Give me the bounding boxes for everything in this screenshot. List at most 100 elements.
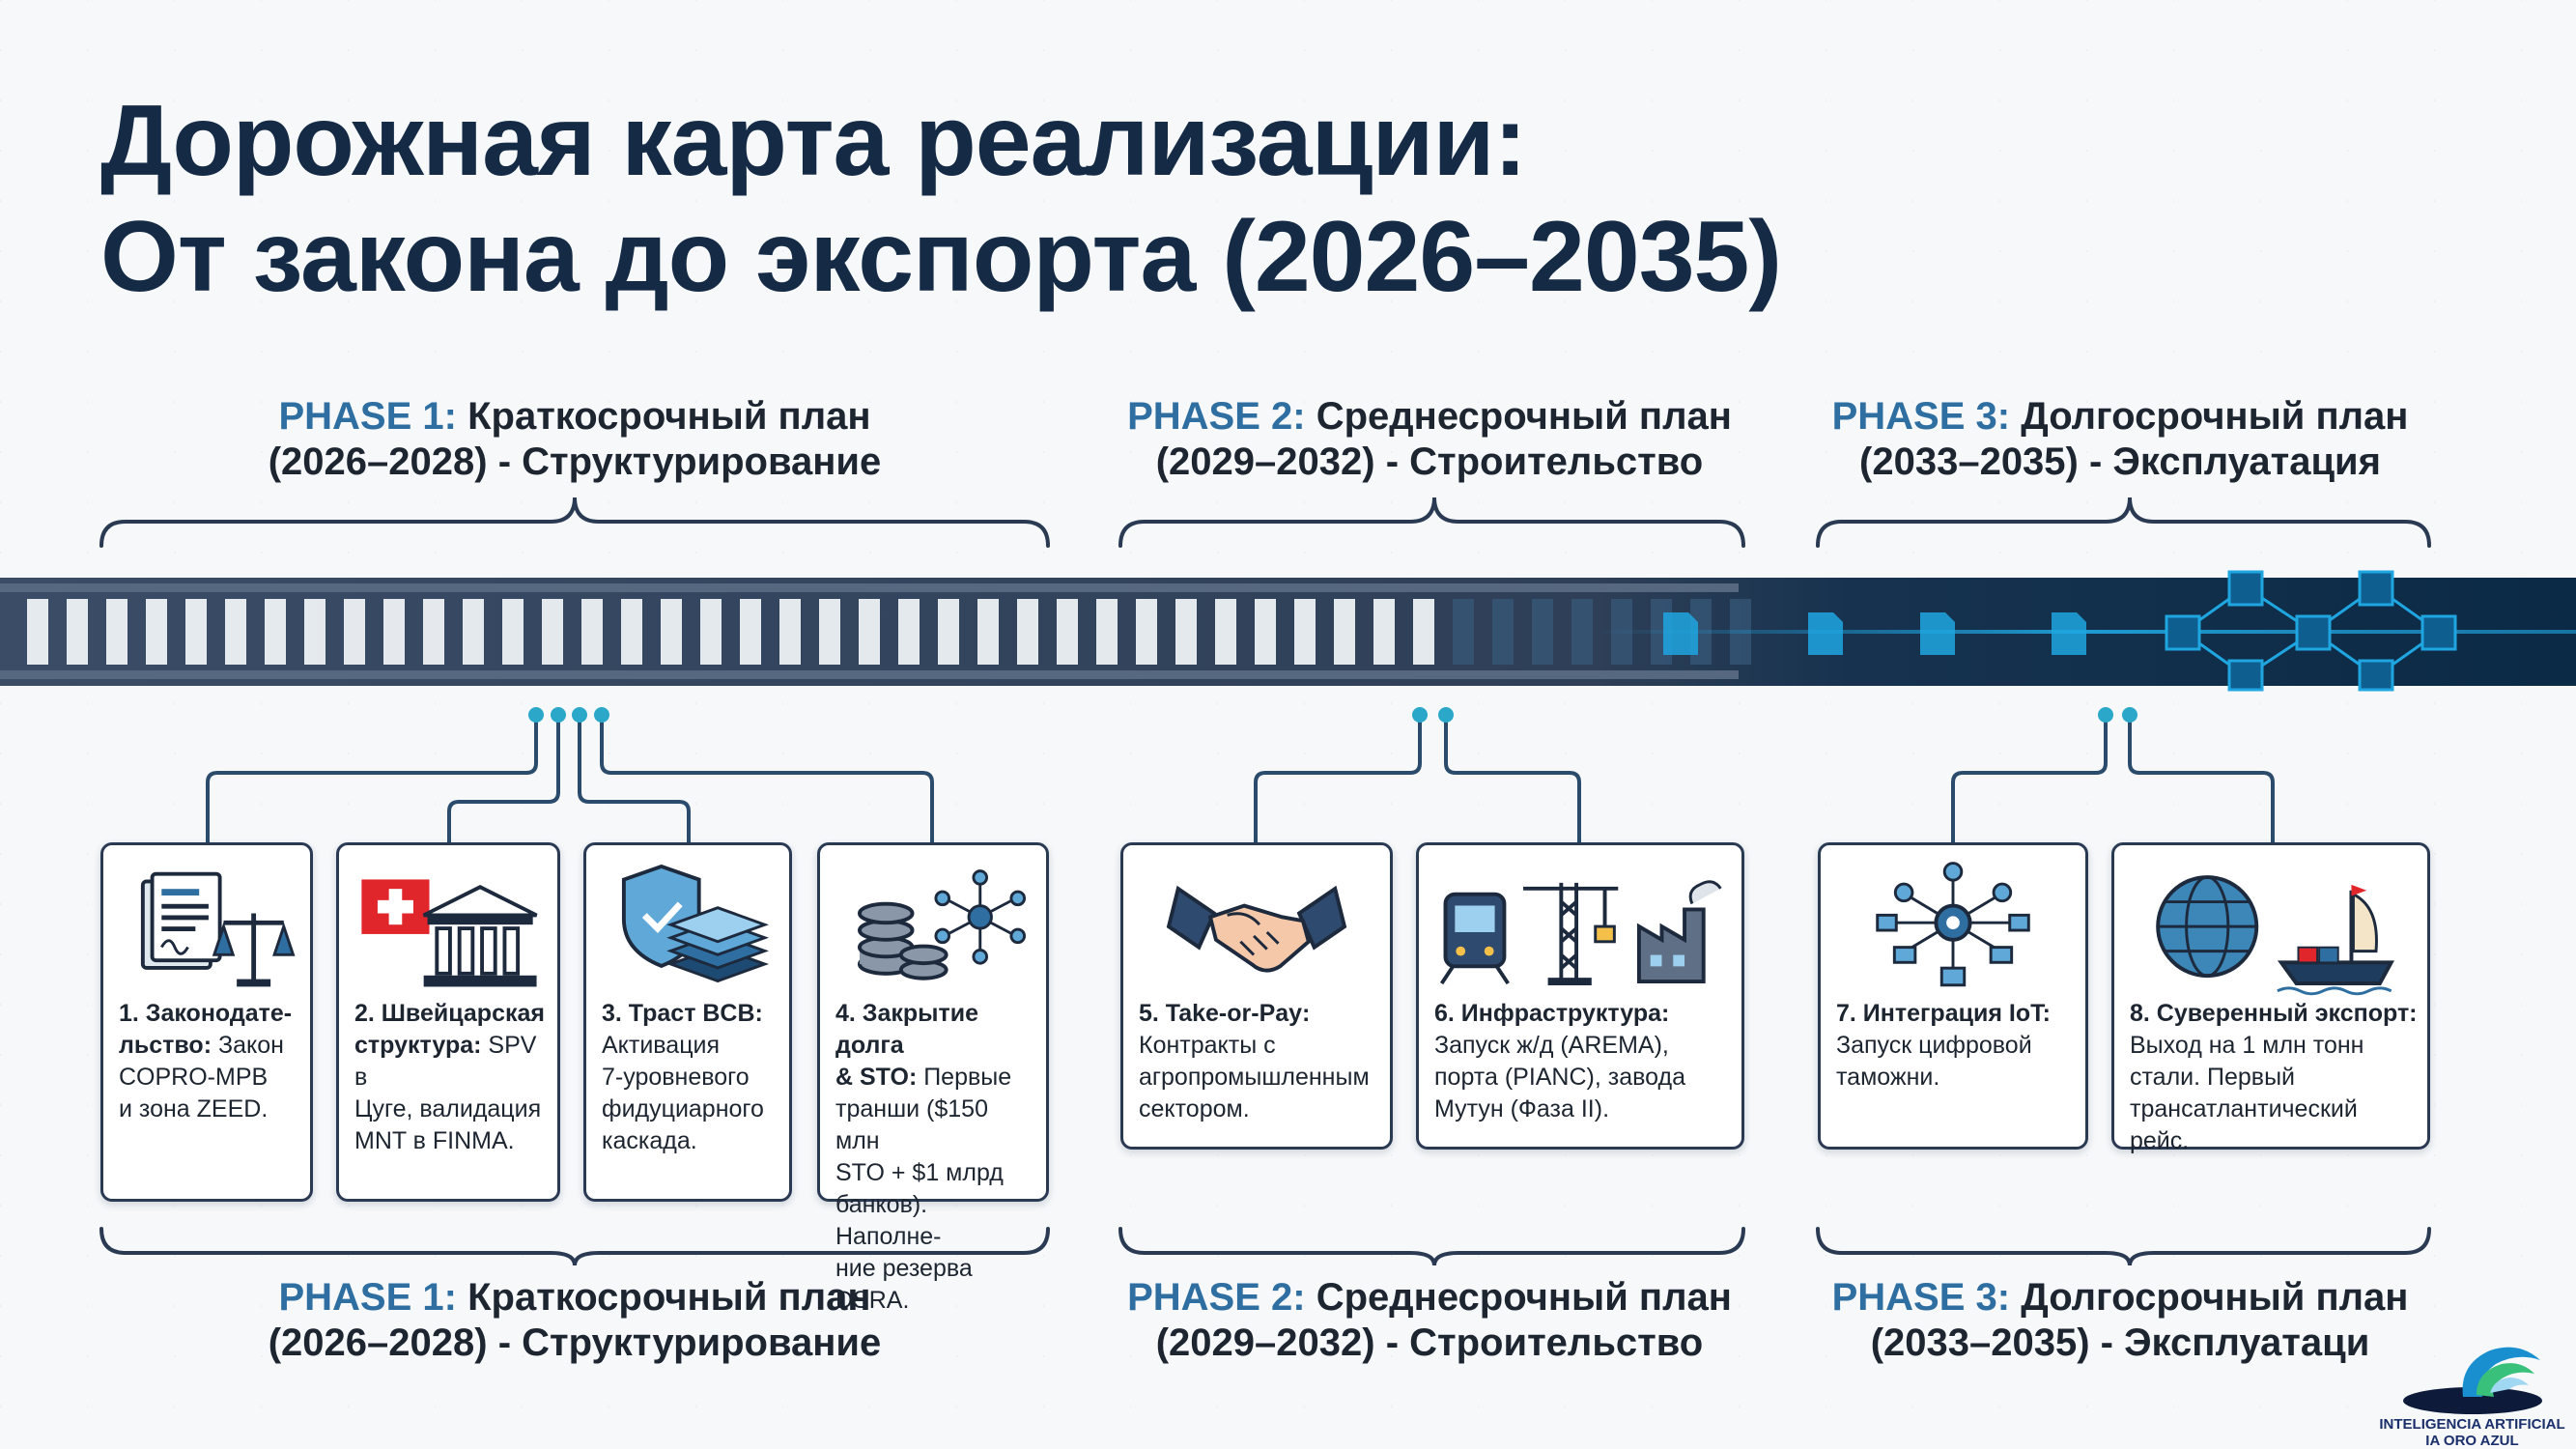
rail-sleeper (304, 599, 326, 665)
bottom-phase-2-label: PHASE 2: (1127, 1276, 1306, 1319)
rail-sleeper (1255, 599, 1276, 665)
bottom-phase-3-period: (2033–2035) - Эксплуатаци (1870, 1321, 2370, 1364)
rail-sleeper (463, 599, 484, 665)
card-take-or-pay: 5. Take-or-Pay: Контракты с агропромышле… (1120, 842, 1393, 1150)
coins-network-icon (858, 869, 1027, 980)
rail-sleeper (502, 599, 524, 665)
connector-dot (2122, 707, 2137, 723)
title-line-2: От закона до экспорта (2026–2035) (100, 201, 1782, 313)
swiss-bank-icon (361, 879, 538, 987)
connector-dot (2098, 707, 2113, 723)
bottom-phase-3-name: Долгосрочный план (2021, 1276, 2409, 1319)
title-line-1: Дорожная карта реализации: (100, 85, 1527, 197)
rail-sleeper (621, 599, 642, 665)
bottom-phase-3-label: PHASE 3: (1831, 1276, 2011, 1319)
phase-1-period: (2026–2028) - Структурирование (268, 440, 882, 483)
rail-sleeper (225, 599, 246, 665)
card-1-text: 1. Законодате- льство: Закон COPRO-MPB и… (119, 1000, 293, 1122)
connector-card-2 (447, 715, 560, 842)
rail-sleepers (27, 599, 1751, 665)
rail-sleeper (185, 599, 207, 665)
card-sovereign-export: 8. Суверенный экспорт: Выход на 1 млн то… (2111, 842, 2430, 1154)
connector-card-5 (1254, 715, 1422, 842)
railway-track (0, 570, 2576, 692)
document-icon (1920, 612, 1955, 655)
phase-1-name: Краткосрочный план (467, 395, 871, 438)
rail-top (0, 583, 1739, 592)
block-cube-icon (2227, 659, 2264, 692)
rail-sleeper (1571, 599, 1593, 665)
rail-sleeper (581, 599, 603, 665)
rail-sleeper (1453, 599, 1474, 665)
rail-sleeper (265, 599, 286, 665)
rail-sleeper (1017, 599, 1038, 665)
rail-sleeper (1057, 599, 1078, 665)
bottom-phase-1-name: Краткосрочный план (467, 1276, 871, 1319)
globe-ship-icon (2156, 875, 2394, 996)
rail-sleeper (1136, 599, 1157, 665)
rail-sleeper (542, 599, 563, 665)
phase-3-top-bracket (1816, 497, 2431, 548)
phase-1-header: PHASE 1: Краткосрочный план (2026–2028) … (184, 394, 966, 485)
card-5-text: 5. Take-or-Pay: Контракты с агропромышле… (1139, 1000, 1370, 1122)
rail-sleeper (106, 599, 127, 665)
rail-bottom (0, 670, 1739, 679)
connector-card-1 (206, 715, 538, 842)
phase-3-period: (2033–2035) - Эксплуатация (1859, 440, 2381, 483)
connector-dot (594, 707, 609, 723)
block-cube-icon (2227, 570, 2264, 607)
connector-dot (1438, 707, 1454, 723)
document-icon (2052, 612, 2086, 655)
bottom-phase-2-header: PHASE 2: Среднесрочный план (2029–2032) … (1072, 1275, 1787, 1366)
rail-sleeper (1215, 599, 1236, 665)
phase-2-period: (2029–2032) - Строительство (1155, 440, 1704, 483)
rail-sleeper (146, 599, 167, 665)
ia-oro-azul-logo (2403, 1347, 2542, 1414)
rail-sleeper (859, 599, 880, 665)
rail-sleeper (344, 599, 365, 665)
bottom-phase-1-label: PHASE 1: (278, 1276, 457, 1319)
card-7-text: 7. Интеграция IoT: Запуск цифровой тамож… (1836, 1000, 2051, 1091)
card-debt-sto: 4. Закрытие долга & STO: Первые транши (… (817, 842, 1049, 1314)
phase-1-top-bracket (99, 497, 1050, 548)
rail-sleeper (740, 599, 761, 665)
document-icon (1663, 612, 1698, 655)
phase-3-name: Долгосрочный план (2021, 395, 2409, 438)
card-iot-integration: 7. Интеграция IoT: Запуск цифровой тамож… (1818, 842, 2088, 1150)
card-connectors (206, 707, 2275, 842)
phase-2-header: PHASE 2: Среднесрочный план (2029–2032) … (1072, 394, 1787, 485)
connector-card-8 (2128, 715, 2275, 842)
block-cube-icon (2358, 570, 2394, 607)
block-cube-icon (2295, 614, 2332, 651)
rail-sleeper (779, 599, 801, 665)
handshake-icon (1166, 885, 1347, 973)
connector-card-6 (1444, 715, 1581, 842)
card-swiss-structure: 2. Швейцарская структура: SPV в Цуге, ва… (336, 842, 560, 1202)
phase-3-header: PHASE 3: Долгосрочный план (2033–2035) -… (1772, 394, 2468, 485)
rail-sleeper (383, 599, 405, 665)
rail-sleeper (1175, 599, 1197, 665)
bottom-phase-3-header: PHASE 3: Долгосрочный план (2033–2035) -… (1772, 1275, 2468, 1366)
logo-caption: INTELIGENCIA ARTIFICIAL IA ORO AZUL (2368, 1416, 2576, 1449)
bottom-phase-1-period: (2026–2028) - Структурирование (268, 1321, 882, 1364)
connector-dot (528, 707, 544, 723)
page-title: Дорожная карта реализации: От закона до … (100, 83, 1782, 315)
connector-card-7 (1951, 715, 2108, 842)
shield-layers-icon (621, 864, 770, 983)
phase-2-top-bracket (1118, 497, 1745, 548)
card-8-text: 8. Суверенный экспорт: Выход на 1 млн то… (2130, 1000, 2418, 1154)
block-cube-icon (2165, 614, 2201, 651)
phase-1-label: PHASE 1: (278, 395, 457, 438)
rail-sleeper (1373, 599, 1395, 665)
card-2-text: 2. Швейцарская структура: SPV в Цуге, ва… (354, 1000, 545, 1154)
connector-dot (551, 707, 566, 723)
rail-sleeper (977, 599, 999, 665)
blockchain-network (2165, 570, 2457, 692)
rail-sleeper (700, 599, 722, 665)
rail-sleeper (1492, 599, 1514, 665)
logo-line-2: IA ORO AZUL (2425, 1433, 2519, 1449)
card-legislation: 1. Законодате- льство: Закон COPRO-MPB и… (100, 842, 313, 1202)
card-3-text: 3. Траст BCB: Активация 7-уровневого фид… (602, 1000, 764, 1154)
rail-sleeper (819, 599, 840, 665)
bottom-phase-2-period: (2029–2032) - Строительство (1155, 1321, 1704, 1364)
